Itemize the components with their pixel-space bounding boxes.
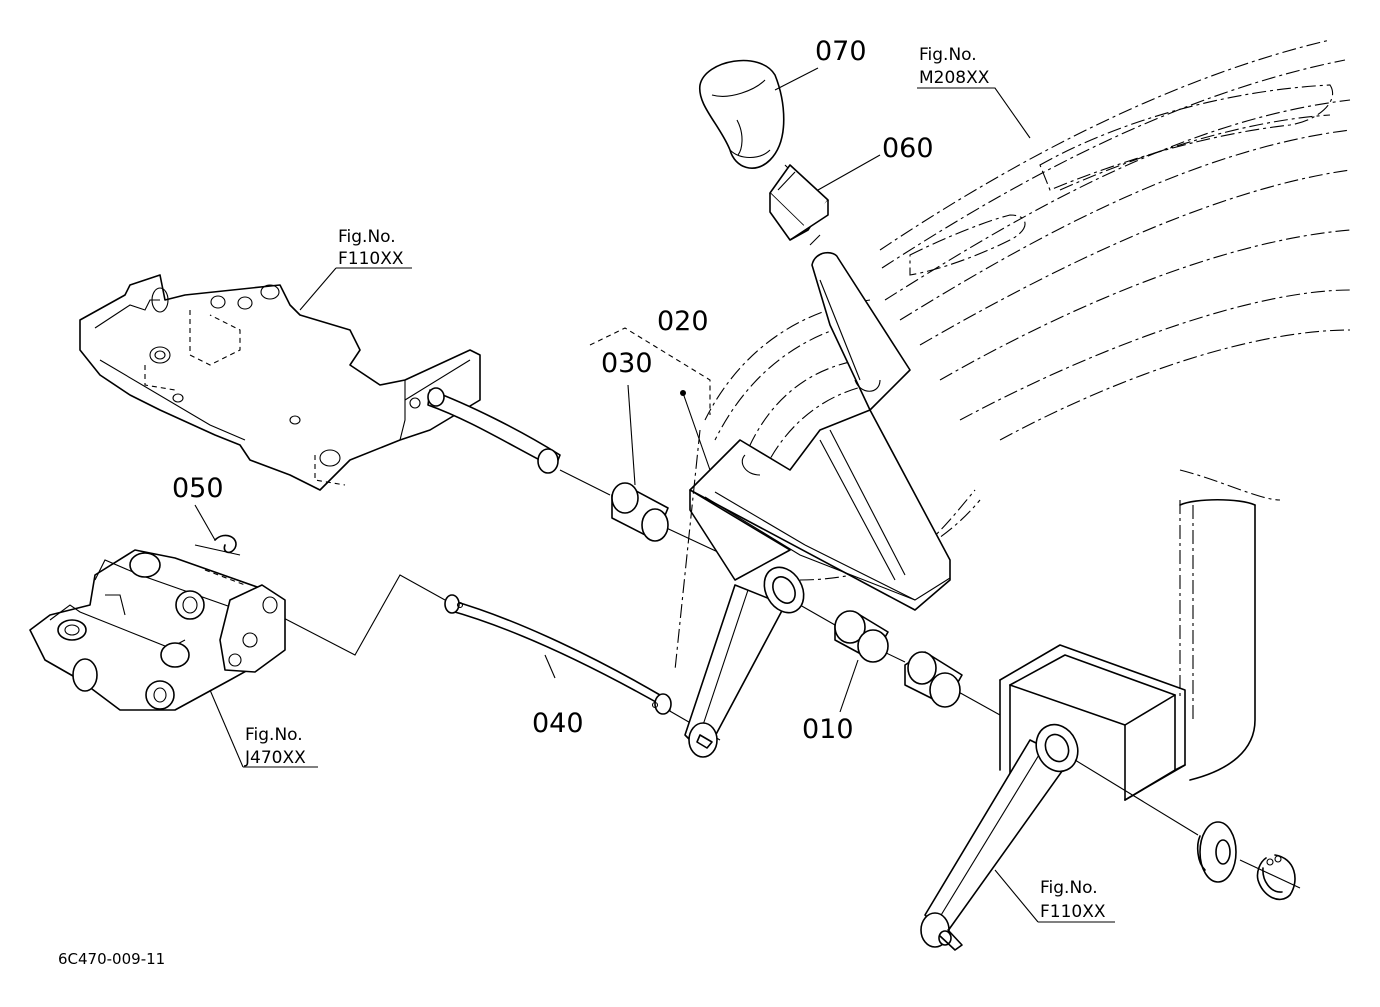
knob (699, 59, 785, 169)
ref-f110-bottom-code: F110XX (1040, 902, 1106, 922)
label-070: 070 (815, 36, 867, 67)
ref-f110-top-code: F110XX (338, 249, 404, 269)
spacer-block (769, 164, 829, 241)
ref-f110-top-label: Fig.No. (338, 227, 396, 247)
ref-j470-label: Fig.No. (245, 725, 303, 745)
lever-bracket-right (999, 644, 1186, 801)
arm-right (920, 723, 1079, 951)
bushing-010 (834, 610, 889, 663)
label-050: 050 (172, 473, 224, 504)
group-bracket (589, 327, 711, 671)
rod (444, 594, 672, 715)
leader-lines (194, 67, 1115, 923)
shift-lever (684, 251, 951, 758)
label-030: 030 (601, 348, 653, 379)
ref-m208-label: Fig.No. (919, 45, 977, 65)
label-010: 010 (802, 714, 854, 745)
label-040: 040 (532, 708, 584, 739)
part-labels: 070 060 020 030 050 040 010 (172, 36, 934, 745)
bushing-030 (611, 482, 669, 542)
ref-f110-bottom-label: Fig.No. (1040, 878, 1098, 898)
label-020: 020 (657, 306, 709, 337)
figure-references: Fig.No. M208XX Fig.No. F110XX Fig.No. J4… (244, 45, 1106, 922)
valve-block (29, 534, 286, 711)
ref-j470-code: J470XX (244, 748, 306, 768)
ref-m208-code: M208XX (919, 68, 990, 88)
base-bracket (79, 274, 561, 491)
collar (904, 651, 963, 708)
label-060: 060 (882, 133, 934, 164)
washer (1196, 821, 1237, 883)
fender-outline (704, 39, 1351, 781)
drawing-code: 6C470-009-11 (58, 950, 165, 968)
